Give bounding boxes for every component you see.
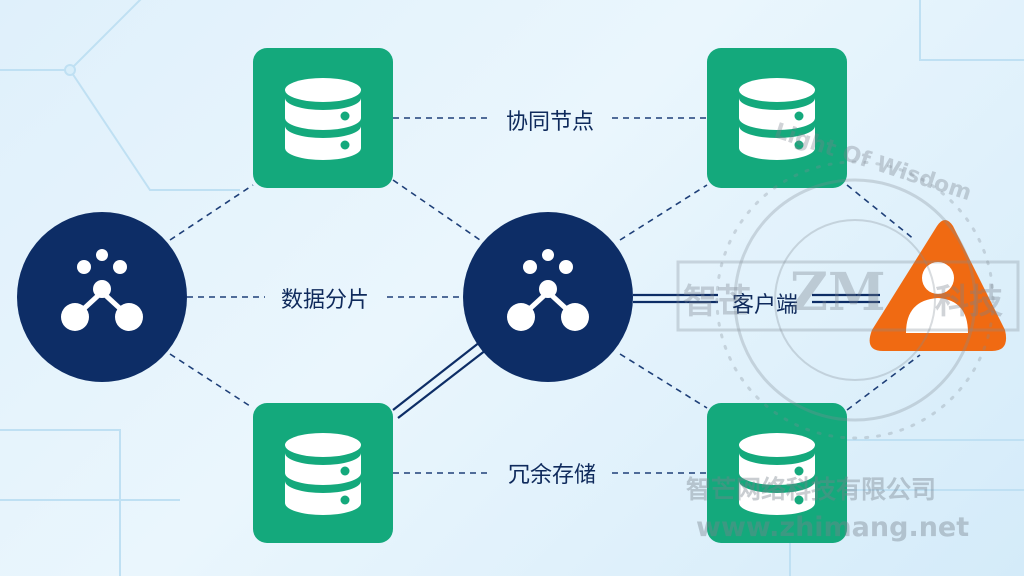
label-redundant-storage: 冗余存储 bbox=[507, 463, 597, 488]
watermark-company: 智芒网络科技有限公司 bbox=[686, 475, 937, 504]
database-bottom-left bbox=[253, 403, 393, 543]
label-coordination-nodes: 协同节点 bbox=[505, 110, 595, 135]
watermark-stamp bbox=[676, 160, 1020, 440]
watermark-url: www.zhimang.net bbox=[696, 512, 970, 543]
label-data-sharding: 数据分片 bbox=[280, 288, 370, 313]
watermark-brand-left: 智芒 bbox=[683, 282, 751, 322]
watermark-brand-right: 科技 bbox=[935, 282, 1003, 322]
watermark-logo: ZM bbox=[790, 262, 886, 323]
left-hub-node bbox=[17, 212, 187, 382]
center-hub-node bbox=[463, 212, 633, 382]
dashed-connections bbox=[169, 117, 921, 474]
database-top-right bbox=[707, 48, 847, 188]
solid-connections bbox=[392, 293, 880, 419]
database-top-left bbox=[253, 48, 393, 188]
client-user-warning-icon bbox=[869, 220, 1007, 351]
label-client: 客户端 bbox=[731, 293, 799, 318]
